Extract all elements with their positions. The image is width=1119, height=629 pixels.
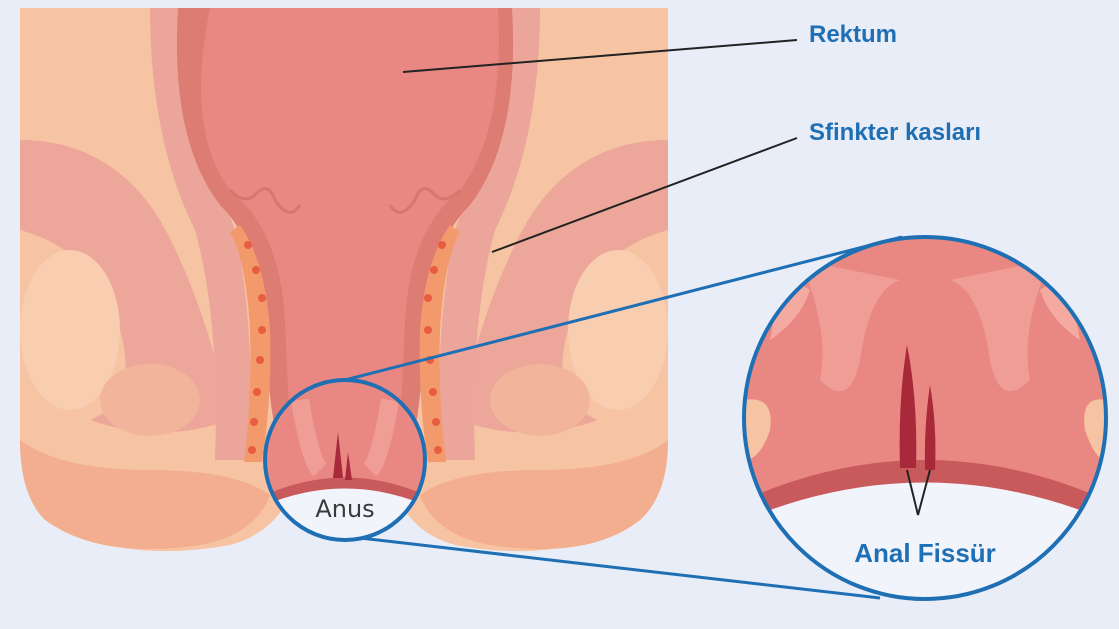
levator-left: [20, 140, 230, 433]
sphincter-leader: [491, 137, 798, 253]
magnified-ring: [742, 235, 1108, 601]
magnified-sphincter-left: [744, 399, 771, 460]
ext-sphincter-right: [490, 364, 590, 436]
magnified-fissure-2: [924, 385, 936, 470]
magnified-view: [742, 235, 1108, 601]
fat-pad-left: [20, 250, 120, 410]
rectal-folds: [228, 187, 462, 214]
levator-right: [458, 140, 668, 433]
skin-lower-left: [20, 440, 270, 550]
sphincter-band-left: [150, 8, 251, 460]
anatomy-body: [20, 8, 668, 552]
zoom-connectors: [344, 235, 903, 600]
sphincter-band-right: [439, 8, 540, 460]
rectum-leader: [402, 39, 798, 73]
ext-sphincter-left: [100, 364, 200, 436]
venous-plexus-left: [230, 225, 271, 462]
plexus-dots: [244, 241, 446, 454]
venous-plexus-right: [419, 225, 460, 462]
fissure-pointer: [906, 469, 931, 516]
anus-zoom-ring: [263, 378, 427, 542]
rectum-lumen: [201, 8, 499, 470]
fat-pad-right: [568, 250, 668, 410]
label-anal-fissure: Anal Fissür: [854, 538, 996, 568]
label-sphincter: Sfinkter kasları: [809, 119, 981, 146]
magnified-sphincter-right: [1084, 399, 1106, 460]
magnified-folds: [800, 260, 1050, 392]
fissure-mark-small: [333, 432, 343, 478]
skin-lower-right: [420, 440, 668, 550]
label-rectum: Rektum: [809, 21, 897, 48]
leader-lines: [402, 39, 798, 253]
label-anus: Anus: [315, 495, 374, 523]
magnified-fissure-1: [899, 345, 917, 468]
magnified-anal-margin: [744, 460, 1106, 520]
